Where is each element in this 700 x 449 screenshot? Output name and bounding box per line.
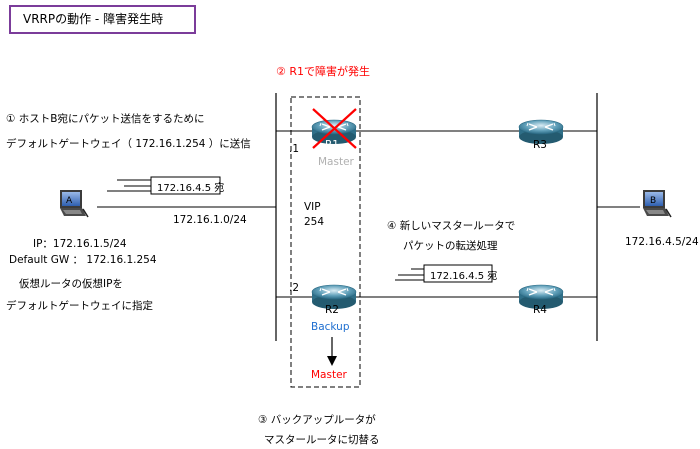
packet2-box [423,264,493,283]
r2-role-backup: Backup [311,321,350,333]
virtual-router-box [290,96,361,388]
vip-label-line1: VIP [304,201,321,213]
host-b-ip: 172.16.4.5/24 [625,236,699,248]
diagram-title: VRRPの動作 - 障害発生時 [9,5,196,34]
step3-line2: マスタールータに切替る [264,434,380,446]
step4-line2: パケットの転送処理 [403,240,498,252]
step2-failure-label: ② R1で障害が発生 [276,65,370,78]
host-a-note-line1: 仮想ルータの仮想IPを [19,278,123,290]
host-a-note-line2: デフォルトゲートウェイに指定 [6,300,153,312]
r1-role-master: Master [318,156,354,168]
step1-line2: デフォルトゲートウェイ（ 172.16.1.254 ）に送信 [6,138,251,150]
vip-label-line2: 254 [304,216,325,228]
r2-role-master: Master [311,369,347,381]
host-a-ip: IP：172.16.1.5/24 [33,238,127,250]
host-a-label: A [66,196,73,206]
host-a-gateway: Default GW ： 172.16.1.254 [9,254,157,266]
packet1-box [150,176,221,195]
r1-interface: .1 [289,143,300,155]
network-left-label: 172.16.1.0/24 [173,214,247,226]
r1-label: R1 [325,139,339,151]
r2-label: R2 [325,304,339,316]
r2-interface: .2 [289,282,300,294]
host-b-pc-icon [642,189,672,218]
r3-label: R3 [533,139,547,151]
step3-line1: ③ バックアップルータが [258,414,376,426]
r4-label: R4 [533,304,547,316]
step4-line1: ④ 新しいマスタールータで [387,220,516,232]
host-a-pc-icon [59,189,89,218]
host-b-label: B [650,196,657,206]
packet2-label: 172.16.4.5 宛 [430,271,498,282]
step1-line1: ① ホストB宛にパケット送信をするために [6,113,205,125]
packet1-label: 172.16.4.5 宛 [157,183,225,194]
